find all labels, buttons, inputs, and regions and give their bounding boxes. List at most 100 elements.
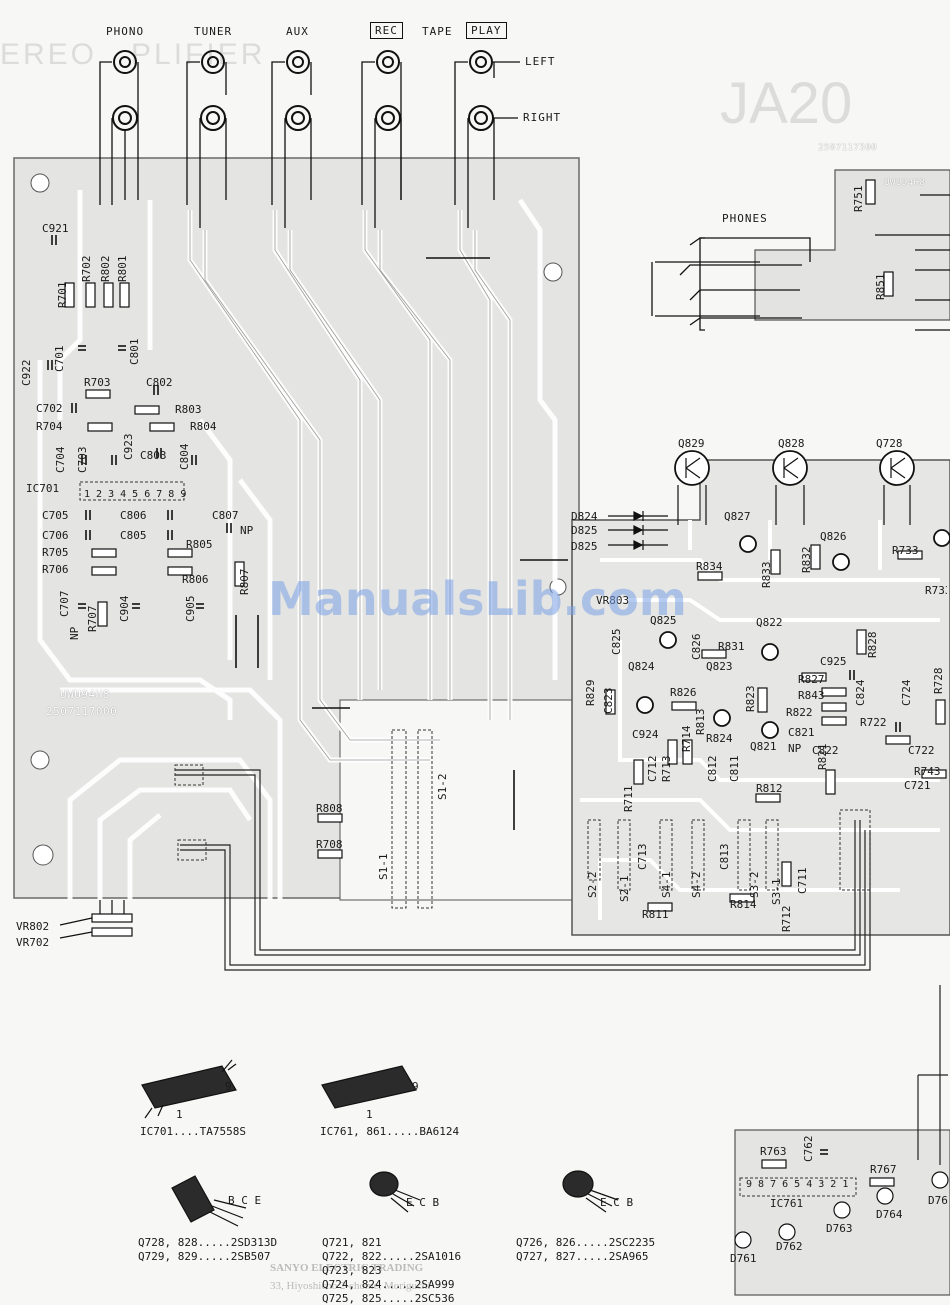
label-c922: C922 — [20, 359, 33, 387]
label-r831: R831 — [718, 640, 745, 653]
label-c703: C703 — [76, 446, 89, 474]
label-r706: R706 — [42, 563, 69, 576]
label-r702: R702 — [80, 255, 93, 283]
label-q828: Q828 — [778, 437, 805, 450]
label-vr802: VR802 — [16, 920, 50, 933]
label-np-c: NP — [788, 742, 802, 755]
label-c904: C904 — [118, 595, 131, 623]
label-c762: C762 — [802, 1135, 815, 1163]
label-c801: C801 — [128, 338, 141, 366]
label-d824: D824 — [571, 510, 598, 523]
label-d825b: D825 — [571, 540, 598, 553]
label-c706: C706 — [42, 529, 69, 542]
label-tape: TAPE — [422, 25, 453, 38]
label-c821: C821 — [788, 726, 815, 739]
label-r704: R704 — [36, 420, 63, 433]
tr-c-line2: Q727, 827.....2SA965 — [516, 1250, 649, 1263]
label-np-b: NP — [68, 626, 81, 640]
label-r828: R828 — [866, 631, 879, 659]
ecb-b: E C B — [406, 1196, 440, 1209]
tr-b-line2: Q722, 822.....2SA1016 — [322, 1250, 462, 1263]
label-d762: D762 — [776, 1240, 803, 1253]
label-c813: C813 — [718, 843, 731, 871]
label-s1-1: S1-1 — [377, 853, 390, 881]
label-r733: R733 — [892, 544, 919, 557]
label-r826: R826 — [670, 686, 697, 699]
label-np-a: NP — [240, 524, 254, 537]
label-r73: R733 — [925, 584, 947, 597]
label-c925: C925 — [820, 655, 847, 668]
label-c704: C704 — [54, 446, 67, 474]
pin-9-b: 9 — [412, 1080, 419, 1093]
label-c802: C802 — [146, 376, 173, 389]
pin-1-b: 1 — [366, 1108, 373, 1121]
label-ic701: IC701 — [26, 482, 60, 495]
label-r728: R728 — [932, 667, 945, 695]
label-d764: D764 — [876, 1208, 903, 1221]
label-d76-edge: D764 — [928, 1194, 948, 1207]
label-r843: R843 — [798, 689, 825, 702]
label-r814: R814 — [730, 898, 757, 911]
pin-1-a: 1 — [176, 1108, 183, 1121]
label-right: RIGHT — [523, 111, 562, 124]
label-vr803: VR803 — [596, 594, 630, 607]
label-r808: R808 — [316, 802, 343, 815]
label-c822: C822 — [812, 744, 839, 757]
label-r812: R812 — [756, 782, 783, 795]
label-r767: R767 — [870, 1163, 897, 1176]
label-c921: C921 — [42, 222, 69, 235]
tr-b-line5: Q725, 825.....2SC536 — [322, 1292, 455, 1305]
label-r851: R851 — [874, 273, 887, 301]
tr-b-line4: Q724, 824.....2SA999 — [322, 1278, 455, 1291]
label-c811: C811 — [728, 755, 741, 783]
label-r701: R701 — [56, 281, 69, 309]
bce-a: B C E — [228, 1194, 262, 1207]
label-r707: R707 — [86, 605, 99, 633]
pin-9-a: 9 — [225, 1080, 232, 1093]
label-r833: R833 — [760, 561, 773, 589]
board-mark-right: UWU94H8 — [884, 178, 926, 188]
tr-a-line1: Q728, 828.....2SD313D — [138, 1236, 278, 1249]
label-q823: Q823 — [706, 660, 733, 673]
label-vr702: VR702 — [16, 936, 50, 949]
label-c702: C702 — [36, 402, 63, 415]
label-q829: Q829 — [678, 437, 705, 450]
label-r802: R802 — [99, 255, 112, 283]
label-s4-2: S4-2 — [690, 871, 703, 899]
label-r763: R763 — [760, 1145, 787, 1158]
label-q824: Q824 — [628, 660, 655, 673]
label-q728: Q728 — [876, 437, 903, 450]
ghost-model: JA20 — [720, 71, 853, 136]
label-s1-2: S1-2 — [436, 773, 449, 801]
label-q822: Q822 — [756, 616, 783, 629]
label-r805: R805 — [186, 538, 213, 551]
faint-sanyo: SANYO ELECTRIC TRADING — [270, 1262, 424, 1274]
label-q826: Q826 — [820, 530, 847, 543]
label-r801: R801 — [116, 255, 129, 283]
label-r811: R811 — [642, 908, 669, 921]
label-c711: C711 — [796, 867, 809, 895]
label-r711: R711 — [622, 785, 635, 813]
label-d763: D763 — [826, 1222, 853, 1235]
faint-address: 33, Hiyoshicho 2-chome, Moriguchi — [270, 1280, 431, 1292]
tr-a-line2: Q729, 829.....2SB507 — [138, 1250, 271, 1263]
label-r832: R832 — [800, 546, 813, 574]
label-r827: R827 — [798, 673, 825, 686]
label-c823: C823 — [602, 687, 615, 715]
ic701-pins: 1 2 3 4 5 6 7 8 9 — [84, 489, 187, 500]
label-r703: R703 — [84, 376, 111, 389]
ic761-part-name: IC761, 861.....BA6124 — [320, 1125, 460, 1138]
label-d825a: D825 — [571, 524, 598, 537]
label-r743: R743 — [914, 765, 941, 778]
label-q825: Q825 — [650, 614, 677, 627]
label-s2-2: S2-2 — [586, 871, 599, 899]
label-s3-2: S3-2 — [748, 871, 761, 899]
tr-b-line1: Q721, 821 — [322, 1236, 382, 1249]
label-r751: R751 — [852, 185, 865, 213]
label-r713: R713 — [660, 755, 673, 783]
label-q827: Q827 — [724, 510, 751, 523]
label-r806: R806 — [182, 573, 209, 586]
label-r821: R821 — [816, 743, 829, 771]
label-c724: C724 — [900, 679, 913, 707]
